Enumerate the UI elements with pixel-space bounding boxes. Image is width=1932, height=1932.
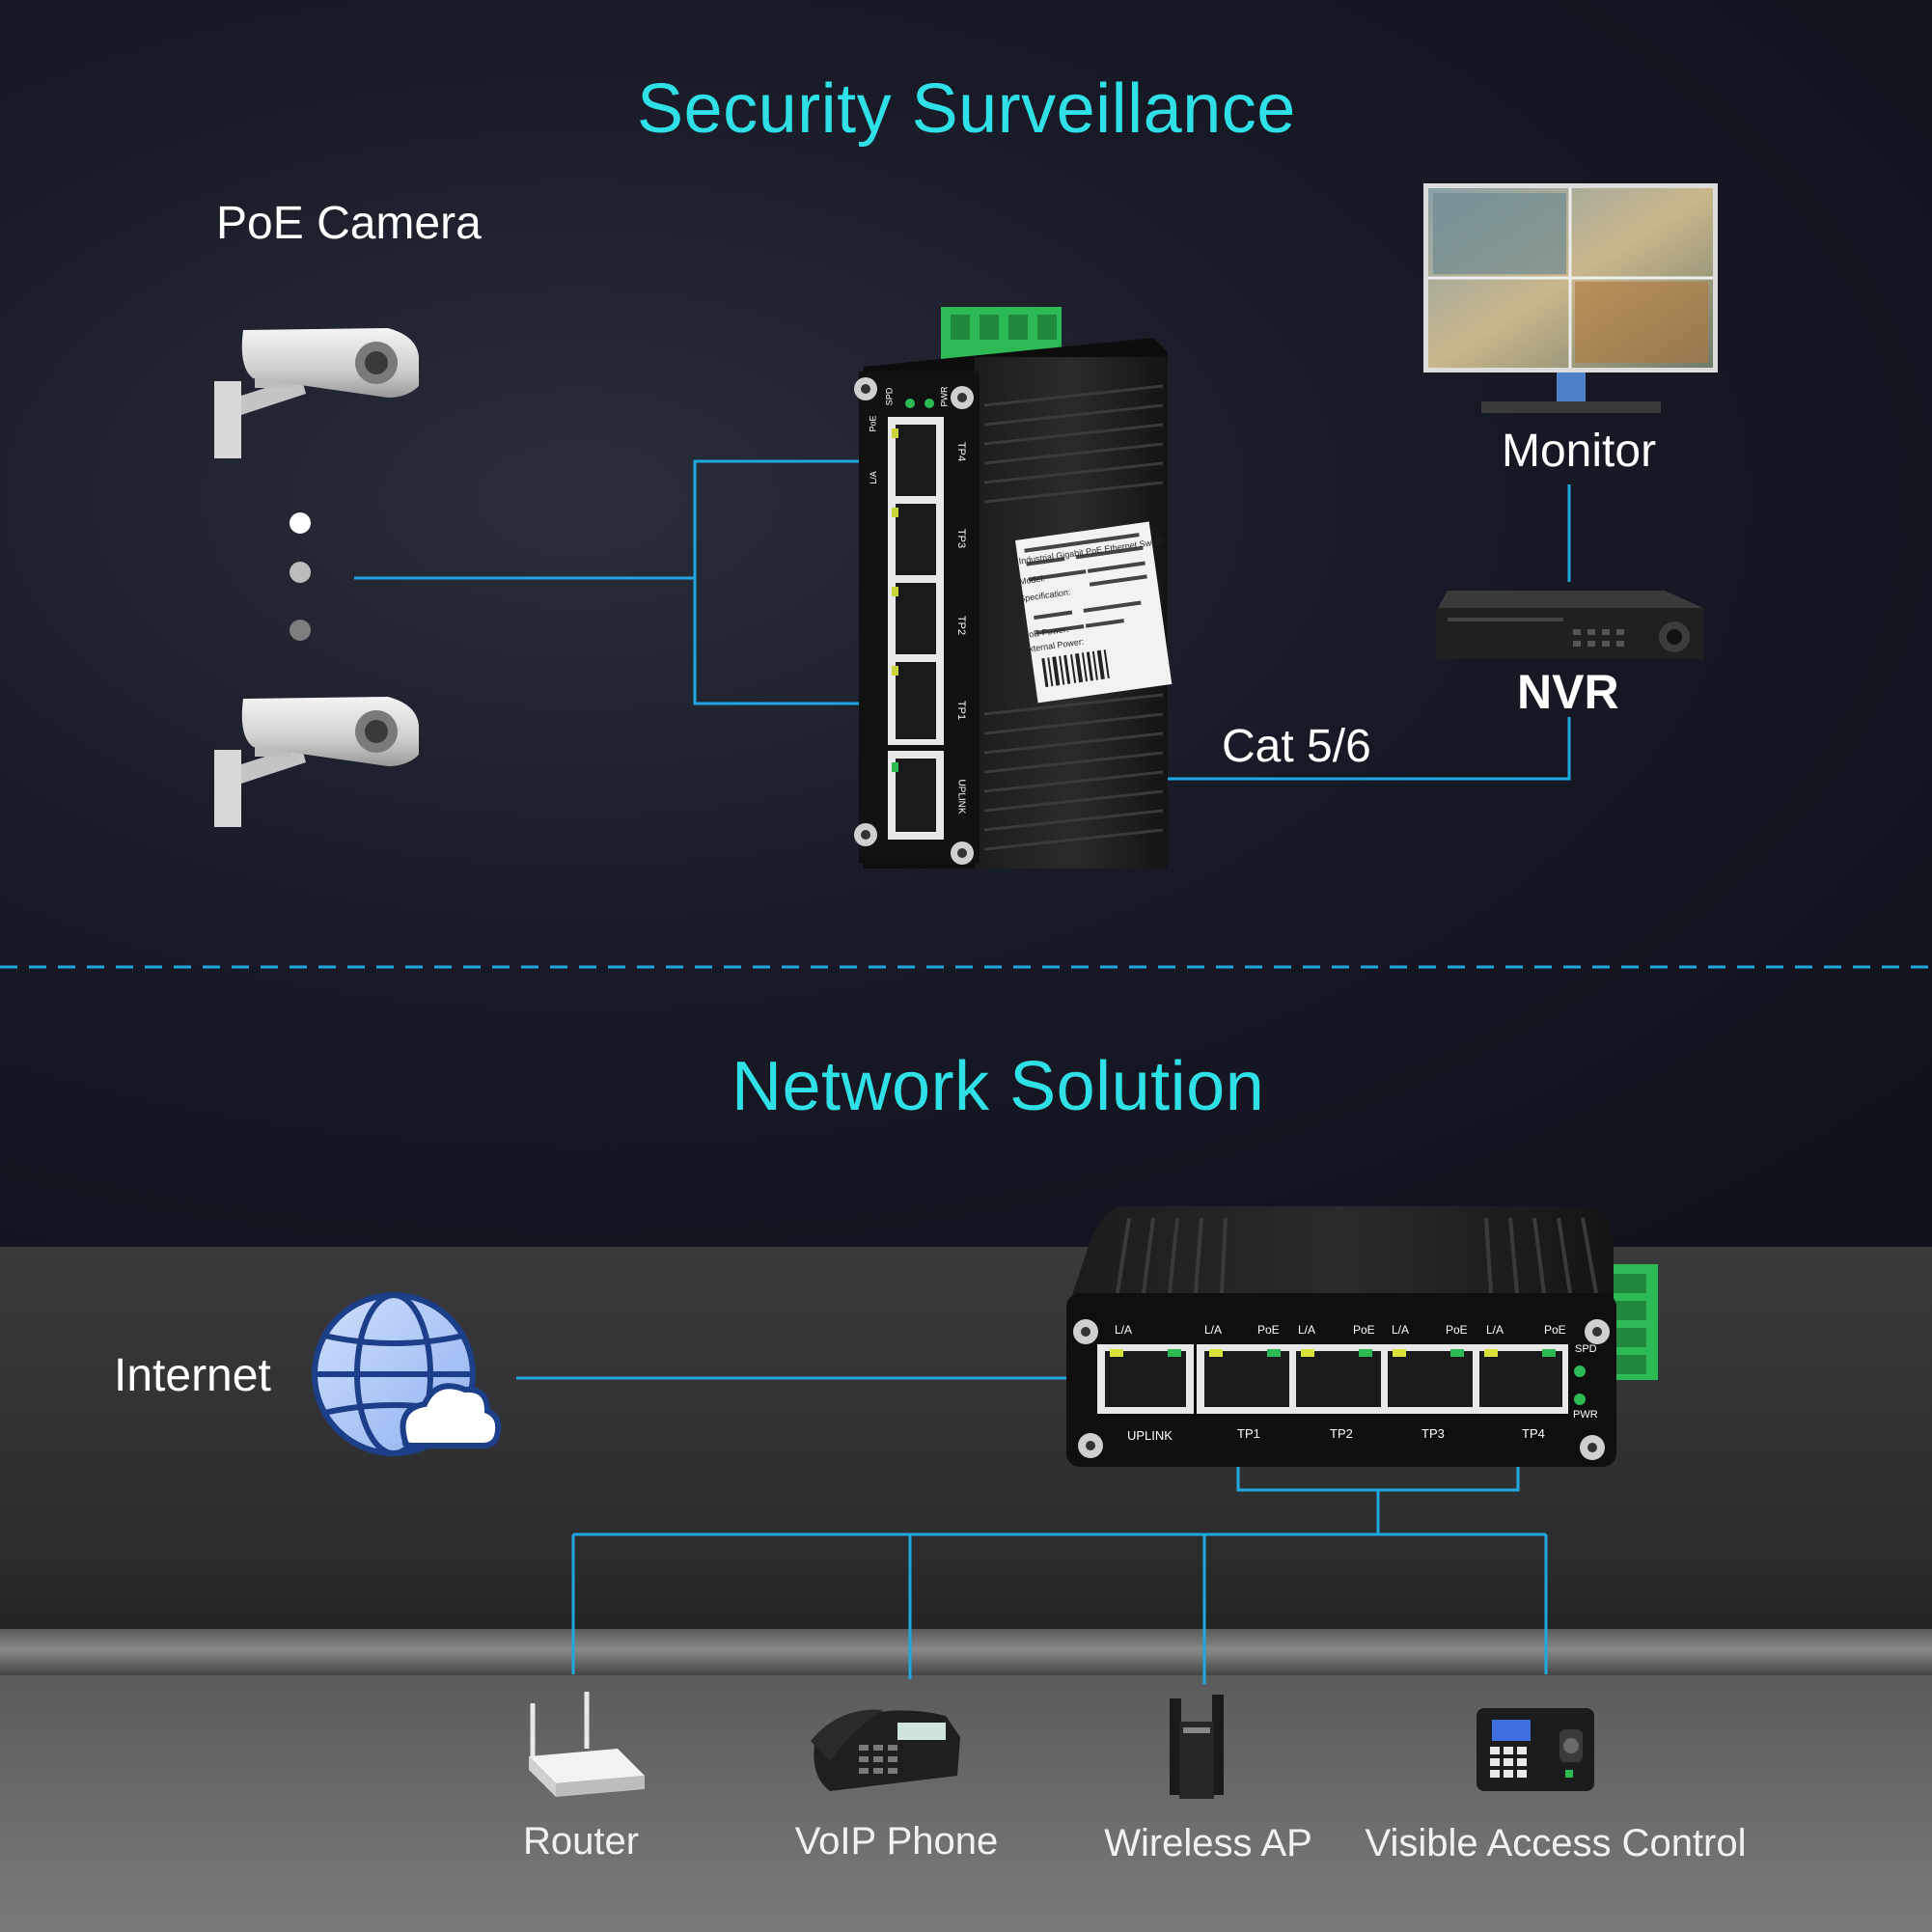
device-label-router: Router (522, 1820, 640, 1863)
hswitch-port-label-tp4: TP4 (1522, 1426, 1545, 1441)
hswitch-top-label: L/A (1115, 1323, 1133, 1337)
hswitch-led-label-spd: SPD (1575, 1343, 1597, 1355)
poe-camera-icon (214, 697, 419, 827)
background-bottom (0, 1675, 1932, 1932)
poe-camera-icon (214, 328, 419, 458)
section-title-network: Network Solution (731, 1048, 1265, 1125)
section-title-surveillance: Security Surveillance (637, 70, 1296, 148)
hswitch-top-label: L/A (1204, 1323, 1223, 1337)
horizontal-poe-switch (1066, 1206, 1658, 1467)
poe-camera-label: PoE Camera (216, 198, 482, 249)
hswitch-top-label: PoE (1257, 1323, 1280, 1337)
hswitch-top-label: L/A (1486, 1323, 1504, 1337)
device-label-access-control: Visible Access Control (1365, 1822, 1747, 1864)
wireless-ap-icon (1170, 1695, 1224, 1799)
vswitch-side-label-poe: PoE (868, 415, 878, 432)
device-label-voip-phone: VoIP Phone (794, 1820, 999, 1863)
vswitch-side-label-la: L/A (868, 471, 878, 484)
vswitch-port-label-uplink: UPLINK (955, 779, 967, 814)
monitor-icon (1423, 183, 1718, 413)
voip-phone-icon (811, 1709, 960, 1791)
hswitch-led-label-pwr: PWR (1573, 1409, 1598, 1421)
background-rail (0, 1629, 1932, 1675)
internet-label: Internet (114, 1350, 271, 1401)
hswitch-port-label-tp3: TP3 (1421, 1426, 1445, 1441)
vswitch-port-label-tp1: TP1 (955, 700, 968, 721)
vertical-poe-switch (854, 307, 1173, 869)
vswitch-led-label-spd: SPD (884, 387, 895, 406)
device-label-wireless-ap: Wireless AP (1104, 1822, 1312, 1864)
nvr-icon (1436, 591, 1704, 659)
access-control-icon (1477, 1708, 1594, 1791)
hswitch-top-label: L/A (1392, 1323, 1410, 1337)
vswitch-port-label-tp2: TP2 (955, 615, 968, 636)
cable-label: Cat 5/6 (1222, 721, 1371, 772)
camera-ellipsis-dots (290, 512, 311, 641)
hswitch-top-label: L/A (1298, 1323, 1316, 1337)
vswitch-port-label-tp4: TP4 (955, 441, 968, 462)
router-icon (529, 1692, 645, 1797)
hswitch-top-label: PoE (1446, 1323, 1468, 1337)
monitor-label: Monitor (1502, 426, 1657, 477)
hswitch-port-label-tp1: TP1 (1237, 1426, 1260, 1441)
hswitch-top-label: PoE (1544, 1323, 1566, 1337)
hswitch-port-label-uplink: UPLINK (1127, 1428, 1173, 1443)
vswitch-led-label-pwr: PWR (939, 386, 950, 407)
nvr-label: NVR (1517, 665, 1619, 719)
globe-cloud-icon (312, 1292, 502, 1456)
hswitch-top-label: PoE (1353, 1323, 1375, 1337)
hswitch-port-label-tp2: TP2 (1330, 1426, 1353, 1441)
vswitch-port-label-tp3: TP3 (955, 528, 968, 549)
